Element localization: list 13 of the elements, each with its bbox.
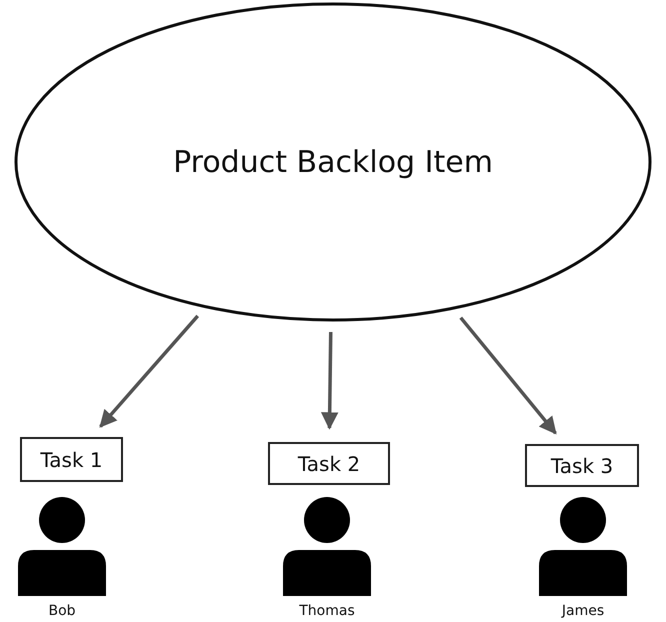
ellipse-label: Product Backlog Item	[173, 144, 493, 180]
task-box	[525, 444, 639, 487]
person-name: James	[562, 603, 604, 619]
task-label: Task 3	[550, 454, 614, 478]
arrow	[320, 332, 338, 430]
task-label: Task 1	[40, 448, 103, 472]
person-name: Thomas	[299, 603, 355, 619]
arrow	[99, 314, 200, 428]
person-name: Bob	[48, 603, 76, 619]
task-label: Task 2	[298, 452, 360, 476]
arrow	[459, 316, 557, 435]
task-box	[20, 437, 123, 482]
task-box	[268, 442, 390, 485]
